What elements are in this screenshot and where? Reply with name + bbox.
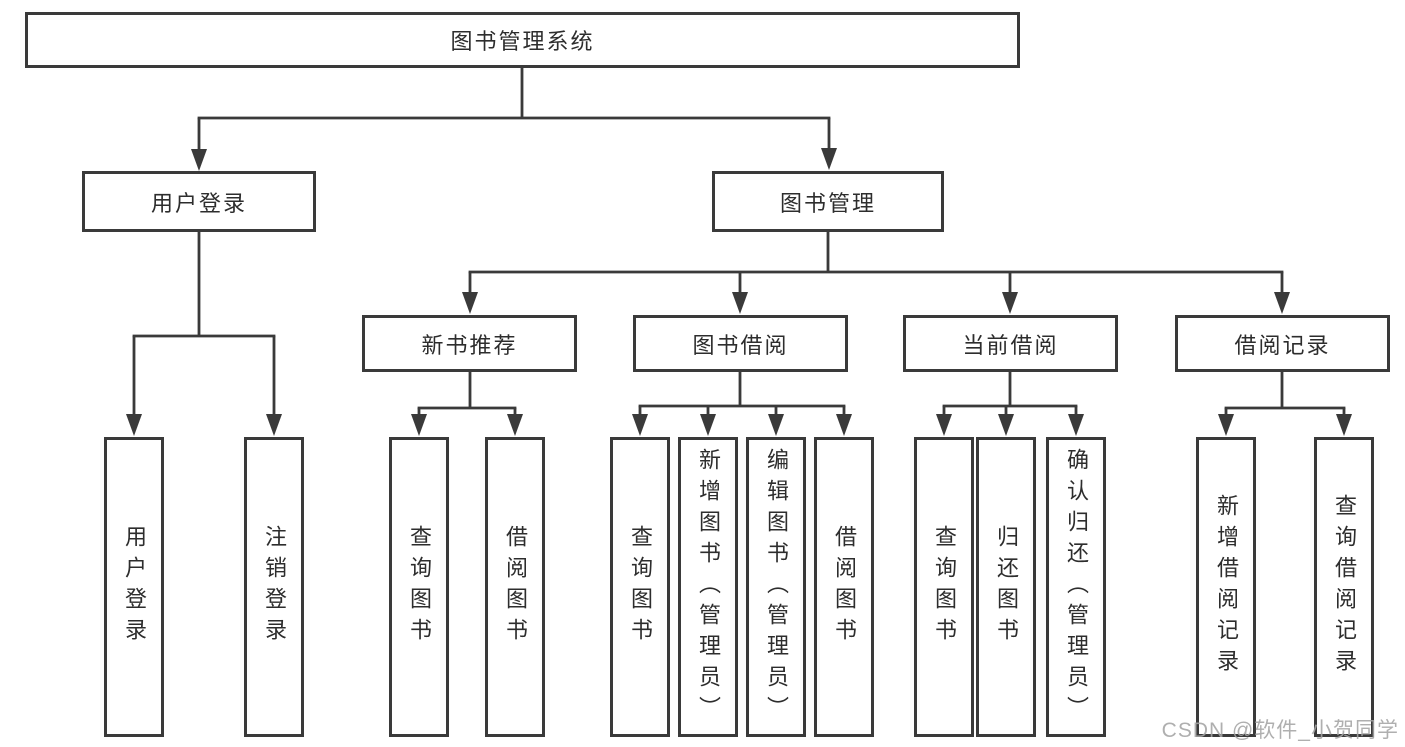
- leaf-edit-books-admin: 编辑图书（管理员）: [746, 437, 806, 737]
- node-current-borrowing-label: 当前借阅: [962, 332, 1059, 358]
- leaf-user-login-label: 用户登录: [122, 525, 147, 649]
- node-book-management-branch: 图书管理: [712, 171, 944, 232]
- leaf-logout: 注销登录: [244, 437, 304, 737]
- leaf-borrow-books-recommend: 借阅图书: [485, 437, 545, 737]
- node-borrowing-records-label: 借阅记录: [1234, 332, 1331, 358]
- leaf-query-books-current: 查询图书: [914, 437, 974, 737]
- connector-rails: [132, 116, 1346, 410]
- leaf-logout-label: 注销登录: [262, 525, 287, 649]
- leaf-add-books-admin-label: 新增图书（管理员）: [696, 447, 721, 727]
- leaf-query-books-recommend-label: 查询图书: [407, 525, 432, 649]
- node-book-management-branch-label: 图书管理: [779, 190, 876, 216]
- leaf-query-borrow-record-label: 查询借阅记录: [1332, 494, 1357, 680]
- leaf-query-books-current-label: 查询图书: [932, 525, 957, 649]
- node-root-system: 图书管理系统: [25, 12, 1020, 68]
- leaf-query-books-recommend: 查询图书: [389, 437, 449, 737]
- node-user-login-branch-label: 用户登录: [150, 190, 247, 216]
- node-user-login-branch: 用户登录: [82, 171, 316, 232]
- leaf-confirm-return-admin: 确认归还（管理员）: [1046, 437, 1106, 737]
- leaf-return-books: 归还图书: [976, 437, 1036, 737]
- leaf-query-borrow-record: 查询借阅记录: [1314, 437, 1374, 737]
- connector-arrowheads: [126, 148, 1352, 436]
- node-new-book-recommend: 新书推荐: [362, 315, 577, 372]
- connector-stems: [197, 66, 1284, 408]
- node-root-system-label: 图书管理系统: [450, 29, 595, 54]
- leaf-user-login: 用户登录: [104, 437, 164, 737]
- leaf-borrow-books-label: 借阅图书: [832, 525, 857, 649]
- node-borrowing-records: 借阅记录: [1175, 315, 1390, 372]
- leaf-query-books-borrowing: 查询图书: [610, 437, 670, 737]
- node-new-book-recommend-label: 新书推荐: [421, 332, 518, 358]
- leaf-edit-books-admin-label: 编辑图书（管理员）: [764, 447, 789, 727]
- node-current-borrowing: 当前借阅: [903, 315, 1118, 372]
- leaf-add-borrow-record: 新增借阅记录: [1196, 437, 1256, 737]
- leaf-confirm-return-admin-label: 确认归还（管理员）: [1064, 447, 1089, 727]
- leaf-return-books-label: 归还图书: [994, 525, 1019, 649]
- node-book-borrowing-label: 图书借阅: [692, 332, 789, 358]
- node-book-borrowing: 图书借阅: [633, 315, 848, 372]
- leaf-borrow-books: 借阅图书: [814, 437, 874, 737]
- leaf-add-books-admin: 新增图书（管理员）: [678, 437, 738, 737]
- leaf-borrow-books-recommend-label: 借阅图书: [503, 525, 528, 649]
- leaf-query-books-borrowing-label: 查询图书: [628, 525, 653, 649]
- leaf-add-borrow-record-label: 新增借阅记录: [1214, 494, 1239, 680]
